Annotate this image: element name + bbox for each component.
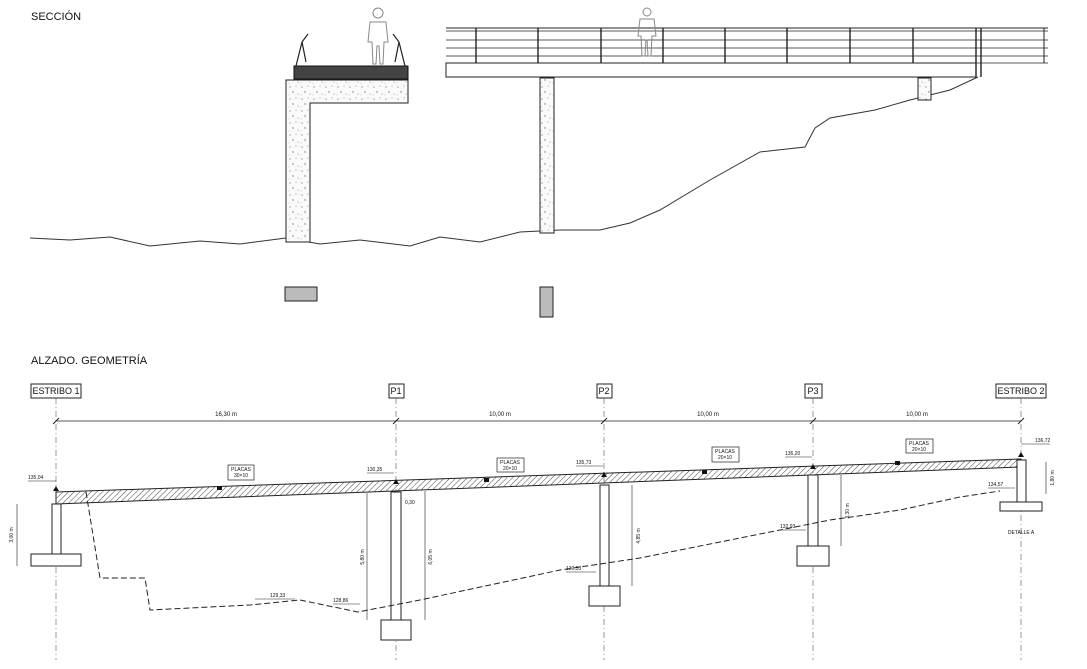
bridge-deck-elevation <box>445 62 977 78</box>
person-silhouette-icon <box>367 7 389 65</box>
deck-level-4: 136,20 <box>785 451 816 469</box>
svg-text:PLACAS: PLACAS <box>909 441 929 447</box>
svg-text:135,04: 135,04 <box>28 475 44 481</box>
plate-marker-2: PLACAS 20×10 <box>484 457 525 482</box>
ground-level-2: 128,86 <box>333 598 360 605</box>
svg-text:136,72: 136,72 <box>1035 438 1051 444</box>
svg-text:PLACAS: PLACAS <box>500 460 520 466</box>
height-dim-p2: 4,85 m <box>631 485 642 586</box>
height-dim-p1-a: 5,80 m <box>360 493 368 620</box>
svg-text:4,85 m: 4,85 m <box>636 528 642 543</box>
pier-p3 <box>796 474 830 567</box>
section-ground-line <box>29 76 979 247</box>
svg-text:P2: P2 <box>598 386 609 396</box>
elevation-ground-line <box>85 490 1001 613</box>
svg-text:136,20: 136,20 <box>785 451 801 457</box>
svg-text:135,73: 135,73 <box>576 460 592 466</box>
height-dim-p1-b: 6,05 m <box>424 491 434 620</box>
railing-left <box>295 33 309 67</box>
svg-text:P1: P1 <box>390 386 401 396</box>
height-dim-abutment-1: 3,00 m <box>9 504 18 566</box>
svg-text:130,35: 130,35 <box>367 467 383 473</box>
plate-marker-1: PLACAS 30×10 <box>217 464 255 490</box>
legend-pier-swatch <box>539 286 554 318</box>
svg-text:6,05 m: 6,05 m <box>428 549 434 564</box>
abutment2-elevation <box>917 77 932 101</box>
svg-text:20×10: 20×10 <box>503 466 517 472</box>
svg-text:3,00 m: 3,00 m <box>9 527 15 542</box>
legend-deck-swatch <box>284 286 318 302</box>
span-dim-4: 10,00 m <box>906 412 928 418</box>
svg-text:5,80 m: 5,80 m <box>360 549 366 564</box>
svg-text:128,86: 128,86 <box>333 598 349 604</box>
support-label-estribo-2: ESTRIBO 2 <box>995 383 1047 399</box>
deck-level-2: 130,35 <box>367 467 399 484</box>
svg-text:20×10: 20×10 <box>912 447 926 453</box>
height-dim-p3: 3,30 m <box>840 475 851 546</box>
abutment-section <box>285 79 409 243</box>
svg-text:1,80 m: 1,80 m <box>1050 470 1056 485</box>
pier-p2 <box>588 484 621 607</box>
span-dim-3: 10,00 m <box>697 412 719 418</box>
support-label-p1: P1 <box>388 383 405 399</box>
svg-text:PLACAS: PLACAS <box>715 449 735 455</box>
abutment-1 <box>30 503 82 567</box>
abutment-2 <box>999 459 1043 512</box>
pier-p1 <box>380 491 412 641</box>
deck-level-3: 135,73 <box>576 460 607 477</box>
deck-elevation <box>55 458 1022 505</box>
small-dim-p1: 0,30 <box>405 500 415 506</box>
support-label-p3: P3 <box>804 383 823 399</box>
svg-text:30×10: 30×10 <box>234 473 248 479</box>
railing-right <box>392 33 406 67</box>
deck-level-5: 136,72 <box>1018 438 1051 457</box>
support-label-p2: P2 <box>596 383 613 399</box>
ground-level-3: 130,53 <box>566 566 596 573</box>
svg-text:129,33: 129,33 <box>270 593 286 599</box>
svg-text:134,57: 134,57 <box>988 482 1004 488</box>
svg-text:20×10: 20×10 <box>718 455 732 461</box>
support-label-estribo-1: ESTRIBO 1 <box>30 383 82 399</box>
ground-level-4: 132,93 <box>780 524 806 531</box>
svg-text:132,93: 132,93 <box>780 524 796 530</box>
ground-level-5: 134,57 <box>988 482 1015 489</box>
plate-marker-4: PLACAS 20×10 <box>895 438 934 465</box>
span-dim-2: 10,00 m <box>489 412 511 418</box>
person-silhouette-icon <box>637 7 657 57</box>
span-dim-1: 16,30 m <box>215 412 237 418</box>
svg-text:ESTRIBO 1: ESTRIBO 1 <box>32 386 79 396</box>
svg-text:3,30 m: 3,30 m <box>845 503 851 518</box>
section-title: SECCIÓN <box>31 10 81 23</box>
elevation-title: ALZADO. GEOMETRÍA <box>31 354 148 367</box>
svg-text:ESTRIBO 2: ESTRIBO 2 <box>997 386 1044 396</box>
svg-text:130,53: 130,53 <box>566 566 582 572</box>
svg-text:P3: P3 <box>807 386 818 396</box>
plate-marker-3: PLACAS 20×10 <box>702 446 740 474</box>
svg-text:PLACAS: PLACAS <box>231 467 251 473</box>
pier-elevation <box>539 77 555 234</box>
detail-a-label: DETALLE A <box>1008 530 1035 536</box>
svg-text:0,30: 0,30 <box>405 500 415 506</box>
height-dim-abutment-2: 1,80 m <box>1045 462 1056 494</box>
support-axes <box>55 398 1022 660</box>
ground-level-1: 129,33 <box>255 593 295 600</box>
railing-posts <box>475 28 982 77</box>
deck-level-1: 135,04 <box>28 475 59 491</box>
